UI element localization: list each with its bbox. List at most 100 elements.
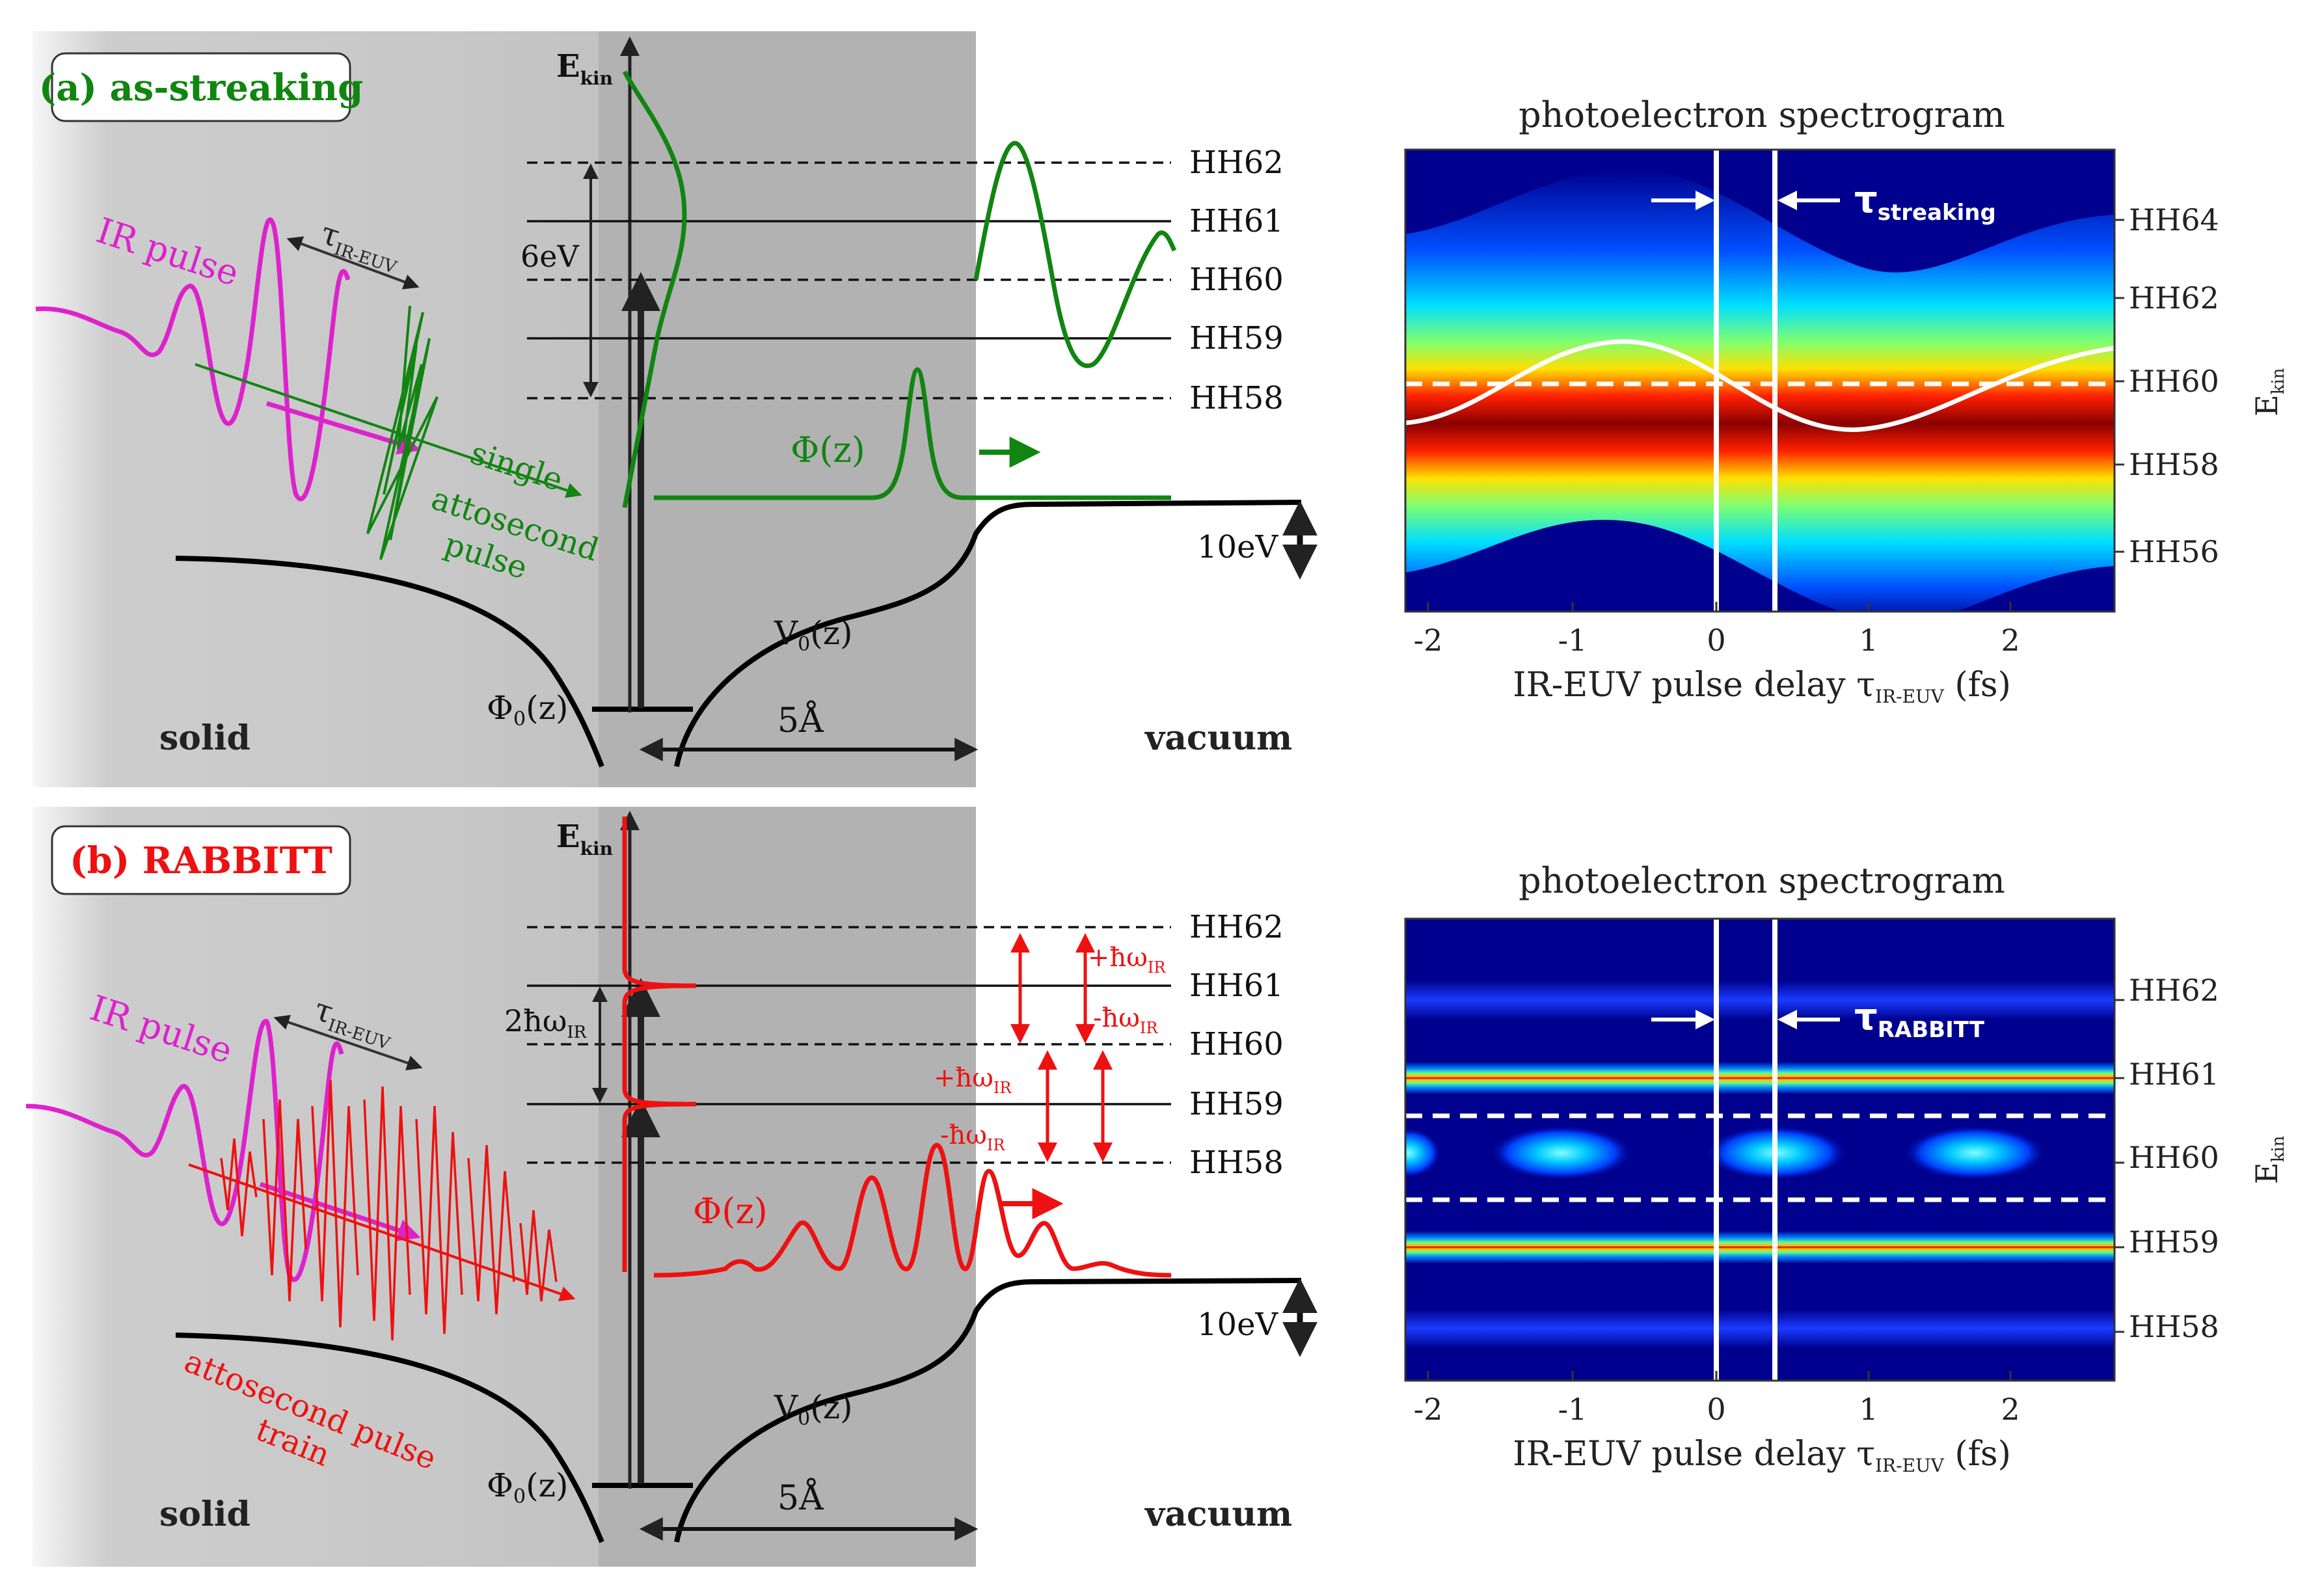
level-label: HH62 — [1189, 144, 1284, 181]
level-label: HH59 — [1189, 320, 1284, 357]
y-axis-label-b: Ekin — [2249, 1135, 2288, 1184]
delay-bracket-a — [286, 236, 420, 290]
phi0-label-b: Φ0(z) — [487, 1467, 568, 1508]
panel-b-label: (b) RABBITT — [70, 839, 332, 882]
y-tick-label: HH64 — [2129, 202, 2219, 237]
v0-label-b: V0(z) — [774, 1388, 853, 1430]
tau-annotation-b: τRABBITT — [1854, 996, 1985, 1043]
attosecond-burst — [262, 1099, 307, 1302]
x-ticks-b — [1427, 1371, 2012, 1381]
level-label: HH60 — [1189, 262, 1284, 298]
x-tick-label: 0 — [1707, 623, 1725, 658]
ir-pulse-a — [35, 217, 351, 502]
level-label: HH58 — [1189, 380, 1284, 416]
panel-a-schematic: (a) as-streaking Ekin HH62 HH61 HH60 HH5… — [33, 31, 1318, 787]
y-tick-label: HH60 — [2129, 1140, 2219, 1175]
ir-pulse-b — [25, 1019, 344, 1282]
potential-curve-vacuum — [674, 500, 1302, 767]
y-tick-labels-b: HH62 HH61 HH60 HH59 HH58 — [2129, 973, 2219, 1344]
y-tick-label: HH61 — [2129, 1057, 2219, 1092]
spectrogram-b: photoelectron spectrogram τRABBITT — [1404, 860, 2288, 1476]
y-tick-label: HH60 — [2129, 364, 2219, 399]
transition-label: +ħωIR — [1088, 943, 1166, 977]
attosecond-burst — [519, 1210, 558, 1302]
x-tick-label: -1 — [1558, 1392, 1588, 1427]
level-label: HH61 — [1189, 203, 1284, 239]
tau-annotation-a: τstreaking — [1854, 179, 1996, 226]
bandwidth-label-a: 6eV — [520, 239, 579, 274]
panel-a-label-box — [51, 52, 351, 122]
x-ticks-a — [1427, 602, 2012, 612]
phi-label-b: Φ(z) — [693, 1191, 768, 1232]
sideband-spot — [1903, 1126, 2046, 1180]
x-tick-labels-a: -2 -1 0 1 2 — [1414, 623, 2020, 658]
y-axis-label-a: Ekin — [2249, 368, 2288, 416]
y-tick-label: HH58 — [2129, 1309, 2219, 1344]
attosecond-beam-b — [188, 1163, 576, 1302]
harmonic-levels-a — [527, 161, 1171, 399]
spectrogram-plot-b: τRABBITT — [1405, 919, 2115, 1381]
xuv-comb-b — [622, 817, 697, 1272]
potential-curve-solid — [175, 556, 604, 768]
x-tick-labels-b: -2 -1 0 1 2 — [1414, 1392, 2020, 1427]
level-label: HH60 — [1189, 1026, 1284, 1062]
bandwidth-label-b: 2ħωIR — [504, 1003, 588, 1042]
xuv-spectrum-a — [622, 70, 687, 508]
streaking-centroid-curve — [1405, 339, 2115, 432]
harmonic-levels-b — [527, 926, 1171, 1164]
sideband-spot — [1405, 1128, 1441, 1178]
ir-propagation-arrow-b — [259, 1182, 421, 1241]
panel-a-surface-region — [599, 31, 976, 787]
y-tick-label: HH56 — [2129, 534, 2219, 569]
x-tick-label: -2 — [1414, 1392, 1443, 1427]
level-label: HH62 — [1189, 909, 1284, 945]
spectrogram-plot-a: τstreaking — [1405, 150, 2115, 612]
distance-label-a: 5Å — [777, 700, 824, 740]
y-tick-label: HH58 — [2129, 447, 2219, 482]
oscillating-sideband-hh60 — [1405, 1126, 2046, 1180]
transition-labels-b: +ħωIR -ħωIR +ħωIR -ħωIR — [934, 943, 1166, 1154]
x-tick-label: 0 — [1707, 1392, 1725, 1427]
potential-curve-solid — [175, 1332, 604, 1543]
wavepacket-b — [653, 1143, 1172, 1278]
x-tick-label: -1 — [1558, 623, 1588, 658]
spectrogram-a: photoelectron spectrogram τstreaking -2 … — [1404, 94, 2288, 707]
attosecond-pulse-a — [366, 305, 439, 560]
x-tick-label: -2 — [1414, 623, 1443, 658]
x-tick-label: 2 — [2001, 1392, 2020, 1427]
distance-label-b: 5Å — [777, 1478, 824, 1518]
x-tick-label: 1 — [1859, 1392, 1878, 1427]
x-tick-label: 1 — [1859, 623, 1878, 658]
transition-arrows-b — [1010, 933, 1113, 1162]
attosecond-beam-a — [195, 363, 582, 498]
x-axis-label-b: IR-EUV pulse delay τIR-EUV (fs) — [1513, 1435, 2011, 1476]
spectrogram-title-a: photoelectron spectrogram — [1519, 94, 2005, 135]
panel-a-label: (a) as-streaking — [39, 66, 364, 109]
y-tick-label: HH59 — [2129, 1224, 2219, 1260]
transition-label: -ħωIR — [940, 1120, 1005, 1154]
level-label: HH59 — [1189, 1086, 1284, 1122]
panel-b-surface-region — [599, 807, 976, 1567]
phi-label-a: Φ(z) — [791, 429, 865, 470]
attosecond-burst — [467, 1144, 515, 1315]
y-ticks-a — [2115, 219, 2124, 553]
delay-bracket-b — [273, 1014, 423, 1071]
energy-axis-label-a: Ekin — [556, 48, 613, 89]
streaking-band — [1405, 169, 2115, 612]
attosecond-burst — [363, 1086, 411, 1341]
level-label: HH61 — [1189, 967, 1284, 1004]
wavepacket-a — [654, 367, 1171, 500]
y-ticks-b — [2115, 999, 2124, 1333]
step-label-a: 10eV — [1197, 529, 1278, 565]
sideband-hh58 — [1405, 1309, 2115, 1348]
sideband-hh62 — [1405, 981, 2115, 1020]
streaking-band-shape — [1405, 169, 2115, 612]
harmonic-line-hh59 — [1405, 1231, 2115, 1264]
y-tick-labels-a: HH64 HH62 HH60 HH58 HH56 — [2129, 202, 2219, 569]
attosecond-burst — [415, 1105, 463, 1334]
v0-label-a: V0(z) — [774, 614, 853, 656]
attosecond-burst — [220, 1138, 258, 1237]
y-tick-label: HH62 — [2129, 280, 2219, 316]
panel-b-label-box — [51, 825, 351, 895]
